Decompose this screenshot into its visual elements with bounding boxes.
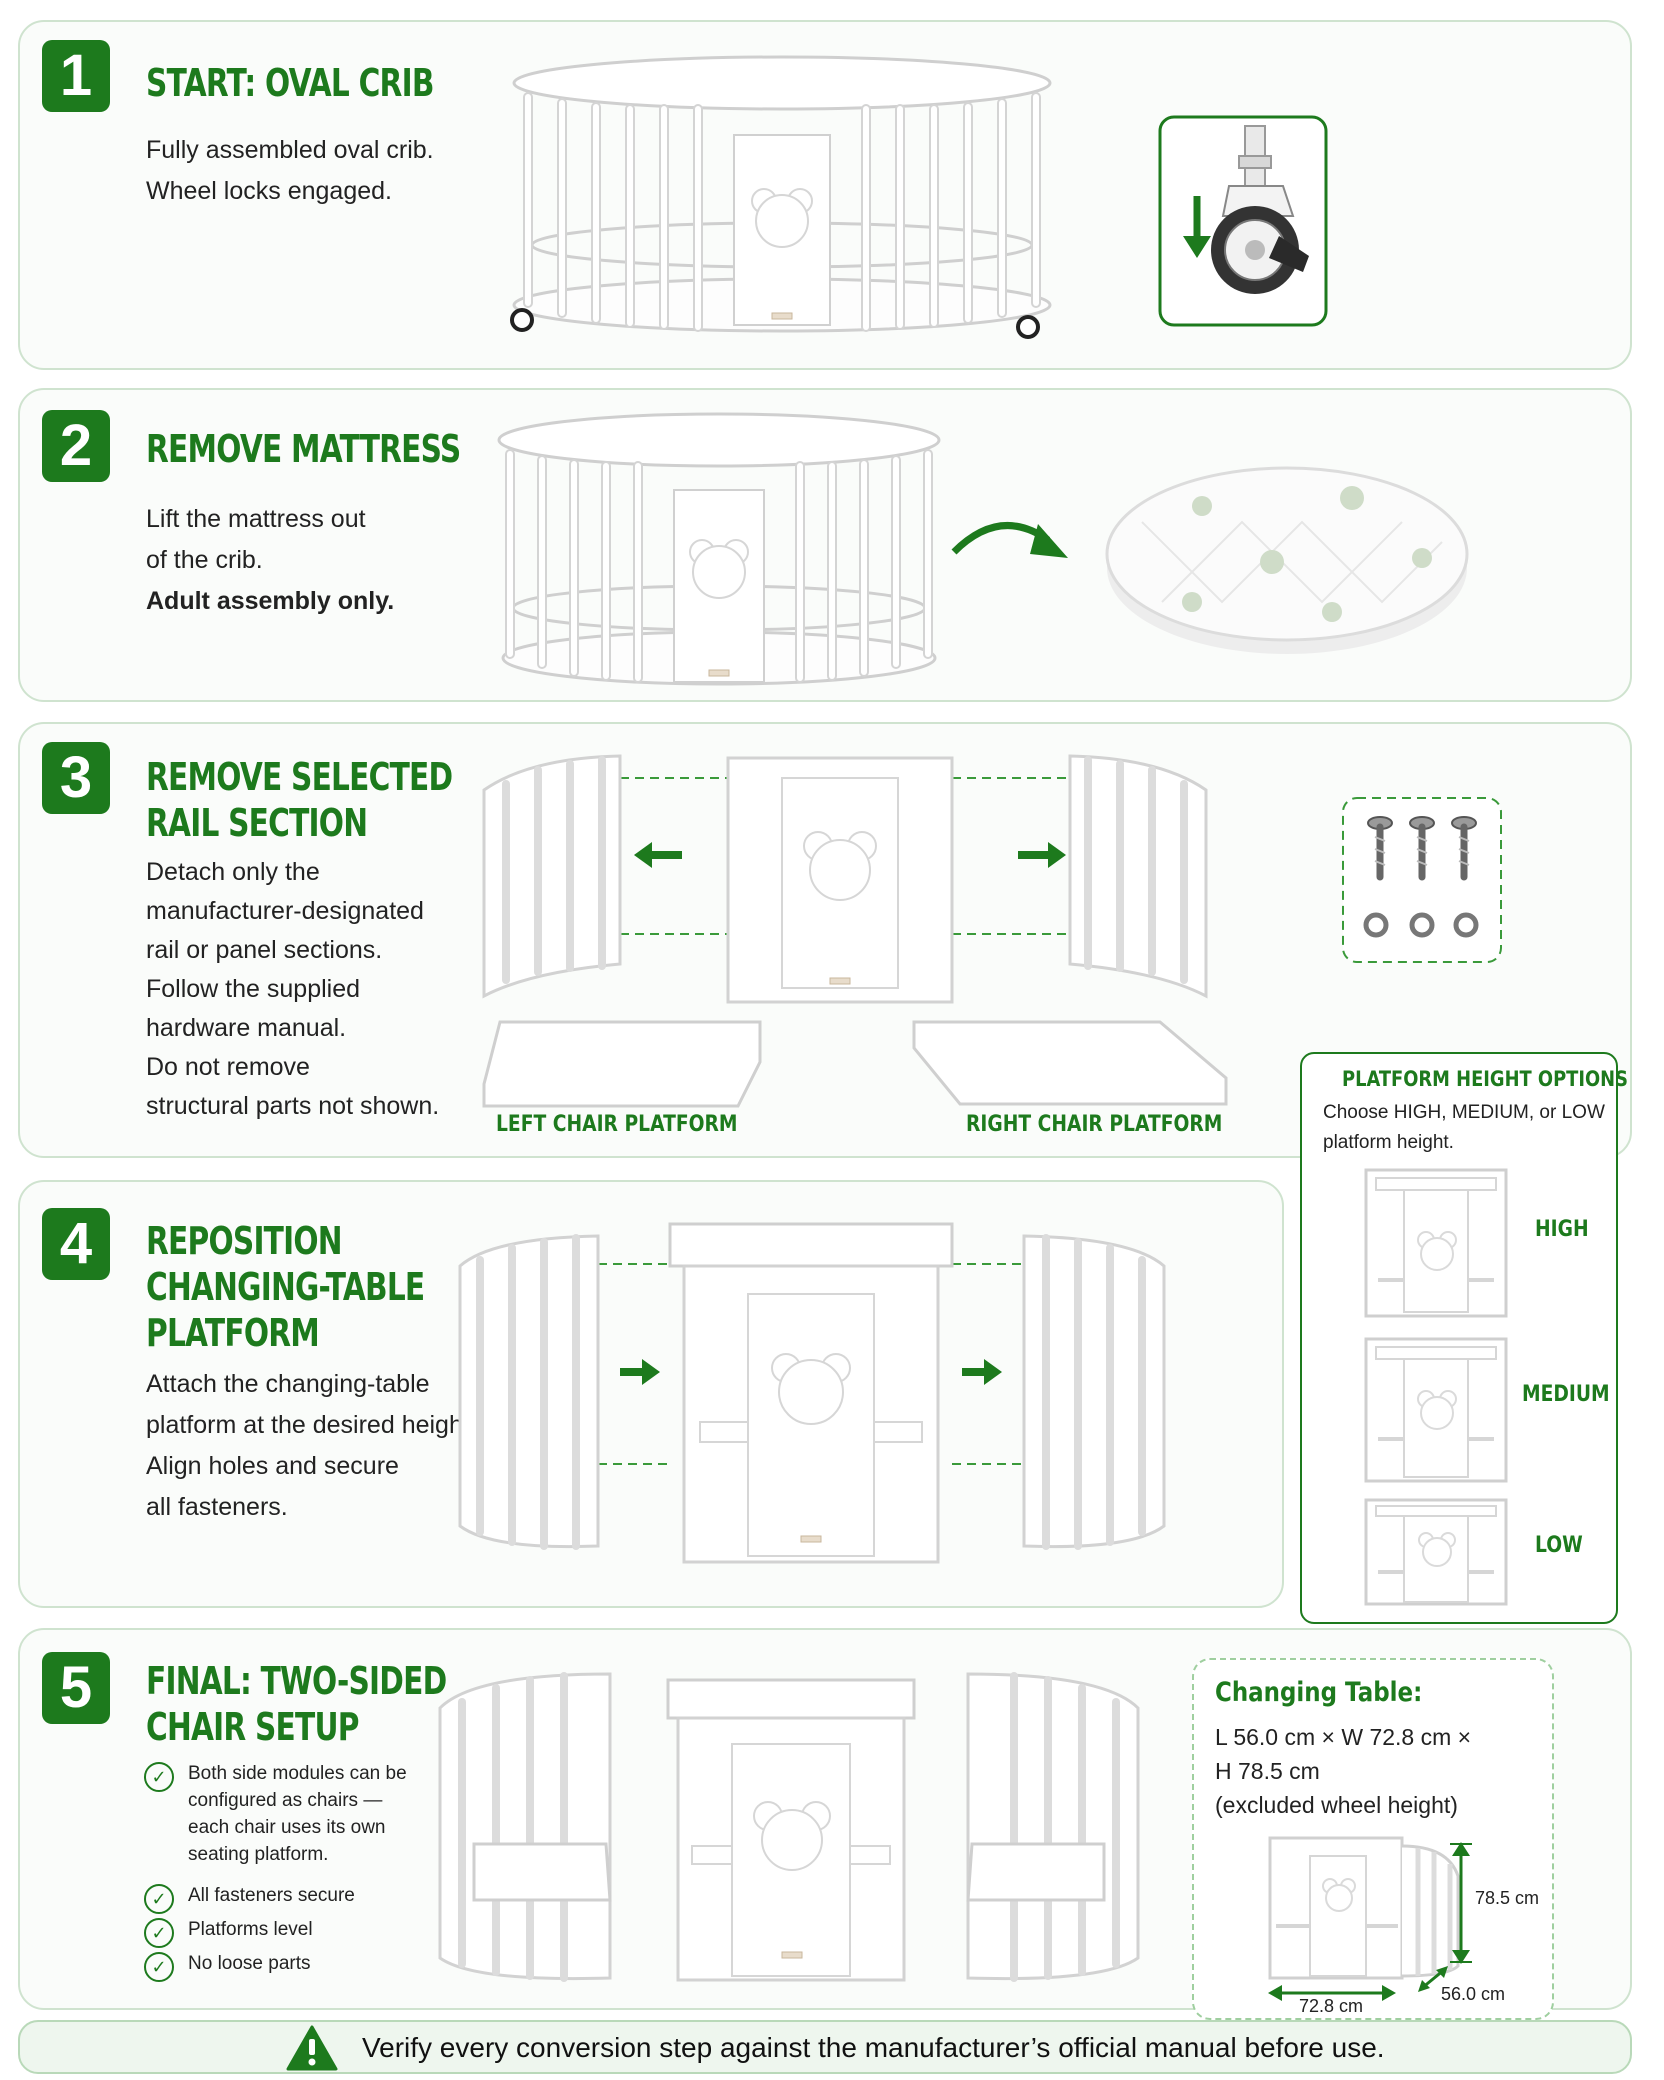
check-circle-icon: ✓ (144, 1884, 174, 1914)
warning-triangle-icon (286, 2025, 338, 2071)
two-sided-chair-setup-illustration (438, 1672, 1140, 1982)
height-option-high-label: HIGH (1535, 1217, 1589, 1242)
wheel-lock-detail (1158, 115, 1328, 327)
checklist-item-3: Platforms level (188, 1919, 313, 1940)
height-option-low-label: LOW (1535, 1533, 1583, 1558)
step-5-number: 5 (42, 1652, 110, 1724)
step-1-title: START: OVAL CRIB (146, 61, 434, 105)
dimensions-line-2: H 78.5 cm (1215, 1758, 1320, 1784)
check-circle-icon: ✓ (144, 1762, 174, 1792)
dimensions-title: Changing Table: (1215, 1677, 1423, 1708)
step-4-title: REPOSITION CHANGING-TABLE PLATFORM (146, 1218, 425, 1356)
height-option-low-illustration[interactable] (1364, 1498, 1508, 1606)
oval-crib-illustration (510, 55, 1052, 339)
step-5-title-line-1: FINAL: TWO-SIDED (146, 1659, 447, 1703)
final-checklist: ✓ Both side modules can be configured as… (144, 1760, 407, 1982)
left-chair-platform-label: LEFT CHAIR PLATFORM (496, 1112, 738, 1137)
height-options-line-2: platform height. (1323, 1132, 1454, 1153)
step-4-title-line-2: CHANGING-TABLE (146, 1265, 425, 1309)
checklist-item-1-line-2: configured as chairs — (188, 1790, 383, 1811)
checklist-item-1-line-3: each chair uses its own (188, 1817, 386, 1838)
checklist-item-1-line-1: Both side modules can be (188, 1763, 407, 1784)
step-4-line-2: platform at the desired height. (146, 1411, 477, 1439)
changing-table-assembly-illustration (458, 1222, 1166, 1564)
step-4-line-4: all fasteners. (146, 1493, 288, 1521)
step-4-line-1: Attach the changing-table (146, 1370, 430, 1398)
step-4-title-line-1: REPOSITION (146, 1219, 343, 1263)
step-2-line-2: of the crib. (146, 546, 263, 574)
check-circle-icon: ✓ (144, 1952, 174, 1982)
checklist-item-4: No loose parts (188, 1953, 311, 1974)
step-4-number: 4 (42, 1208, 110, 1280)
height-option-medium-illustration[interactable] (1364, 1337, 1508, 1483)
step-3-line-2: manufacturer-designated (146, 897, 424, 925)
check-circle-icon: ✓ (144, 1918, 174, 1948)
arrow-curved-right-icon (951, 522, 1068, 558)
height-dimension-label: 78.5 cm (1475, 1888, 1540, 1908)
step-1-description: Fully assembled oval crib. Wheel locks e… (146, 130, 434, 212)
hardware-kit-icon (1342, 797, 1502, 963)
step-3-line-6: Do not remove (146, 1053, 310, 1081)
width-dimension-label: 72.8 cm (1299, 1996, 1364, 2016)
dimensions-line-1: L 56.0 cm × W 72.8 cm × (1215, 1724, 1472, 1750)
step-3-line-7: structural parts not shown. (146, 1092, 440, 1120)
step-3-title: REMOVE SELECTED RAIL SECTION (146, 754, 453, 846)
step-2-description: Lift the mattress out of the crib. Adult… (146, 499, 394, 622)
safety-warning-footer: Verify every conversion step against the… (18, 2020, 1632, 2074)
step-4-title-line-3: PLATFORM (146, 1311, 320, 1355)
right-chair-platform-label: RIGHT CHAIR PLATFORM (966, 1112, 1223, 1137)
step-3-line-1: Detach only the (146, 858, 320, 886)
depth-dimension-arrow (1418, 1966, 1448, 1992)
step-3-title-line-2: RAIL SECTION (146, 801, 368, 845)
step-3-title-line-1: REMOVE SELECTED (146, 755, 453, 799)
step-4-line-3: Align holes and secure (146, 1452, 399, 1480)
exploded-rail-sections-illustration (482, 754, 1228, 1108)
checklist-item: ✓ Both side modules can be configured as… (144, 1760, 407, 1868)
width-dimension-arrow (1268, 1985, 1396, 2001)
step-3-line-5: hardware manual. (146, 1014, 347, 1042)
step-2-line-1: Lift the mattress out (146, 505, 366, 533)
footer-warning-text: Verify every conversion step against the… (362, 2032, 1385, 2063)
depth-dimension-label: 56.0 cm (1441, 1984, 1506, 2004)
step-3-number: 3 (42, 742, 110, 814)
step-5-title: FINAL: TWO-SIDED CHAIR SETUP (146, 1658, 447, 1750)
height-option-medium-label: MEDIUM (1522, 1382, 1610, 1407)
checklist-item-2: All fasteners secure (188, 1885, 355, 1906)
dimensions-line-3: (excluded wheel height) (1215, 1792, 1458, 1818)
step-2-number: 2 (42, 410, 110, 482)
step-1-line-2: Wheel locks engaged. (146, 177, 392, 205)
platform-height-options-title: PLATFORM HEIGHT OPTIONS (1342, 1067, 1628, 1091)
checklist-item: ✓ No loose parts (144, 1950, 407, 1982)
step-2-warning-line: Adult assembly only. (146, 587, 395, 615)
platform-height-options-description: Choose HIGH, MEDIUM, or LOW platform hei… (1323, 1098, 1605, 1158)
mattress-illustration (1105, 466, 1469, 654)
step-3-line-4: Follow the supplied (146, 975, 361, 1003)
step-1-number: 1 (42, 40, 110, 112)
checklist-item-1-line-4: seating platform. (188, 1844, 329, 1865)
step-2-title: REMOVE MATTRESS (146, 427, 461, 471)
step-3-line-3: rail or panel sections. (146, 936, 383, 964)
height-option-high-illustration[interactable] (1364, 1168, 1508, 1318)
step-5-title-line-2: CHAIR SETUP (146, 1705, 359, 1749)
height-options-line-1: Choose HIGH, MEDIUM, or LOW (1323, 1102, 1605, 1123)
checklist-item: ✓ All fasteners secure (144, 1882, 407, 1914)
crib-without-mattress-illustration (497, 412, 941, 686)
height-dimension-arrow (1450, 1842, 1472, 1964)
step-1-line-1: Fully assembled oval crib. (146, 136, 434, 164)
dimensioned-table-illustration (1268, 1836, 1460, 1980)
checklist-item: ✓ Platforms level (144, 1916, 407, 1948)
step-4-description: Attach the changing-table platform at th… (146, 1364, 477, 1528)
dimensions-text: L 56.0 cm × W 72.8 cm × H 78.5 cm (exclu… (1215, 1720, 1471, 1822)
step-3-description: Detach only the manufacturer-designated … (146, 853, 439, 1126)
